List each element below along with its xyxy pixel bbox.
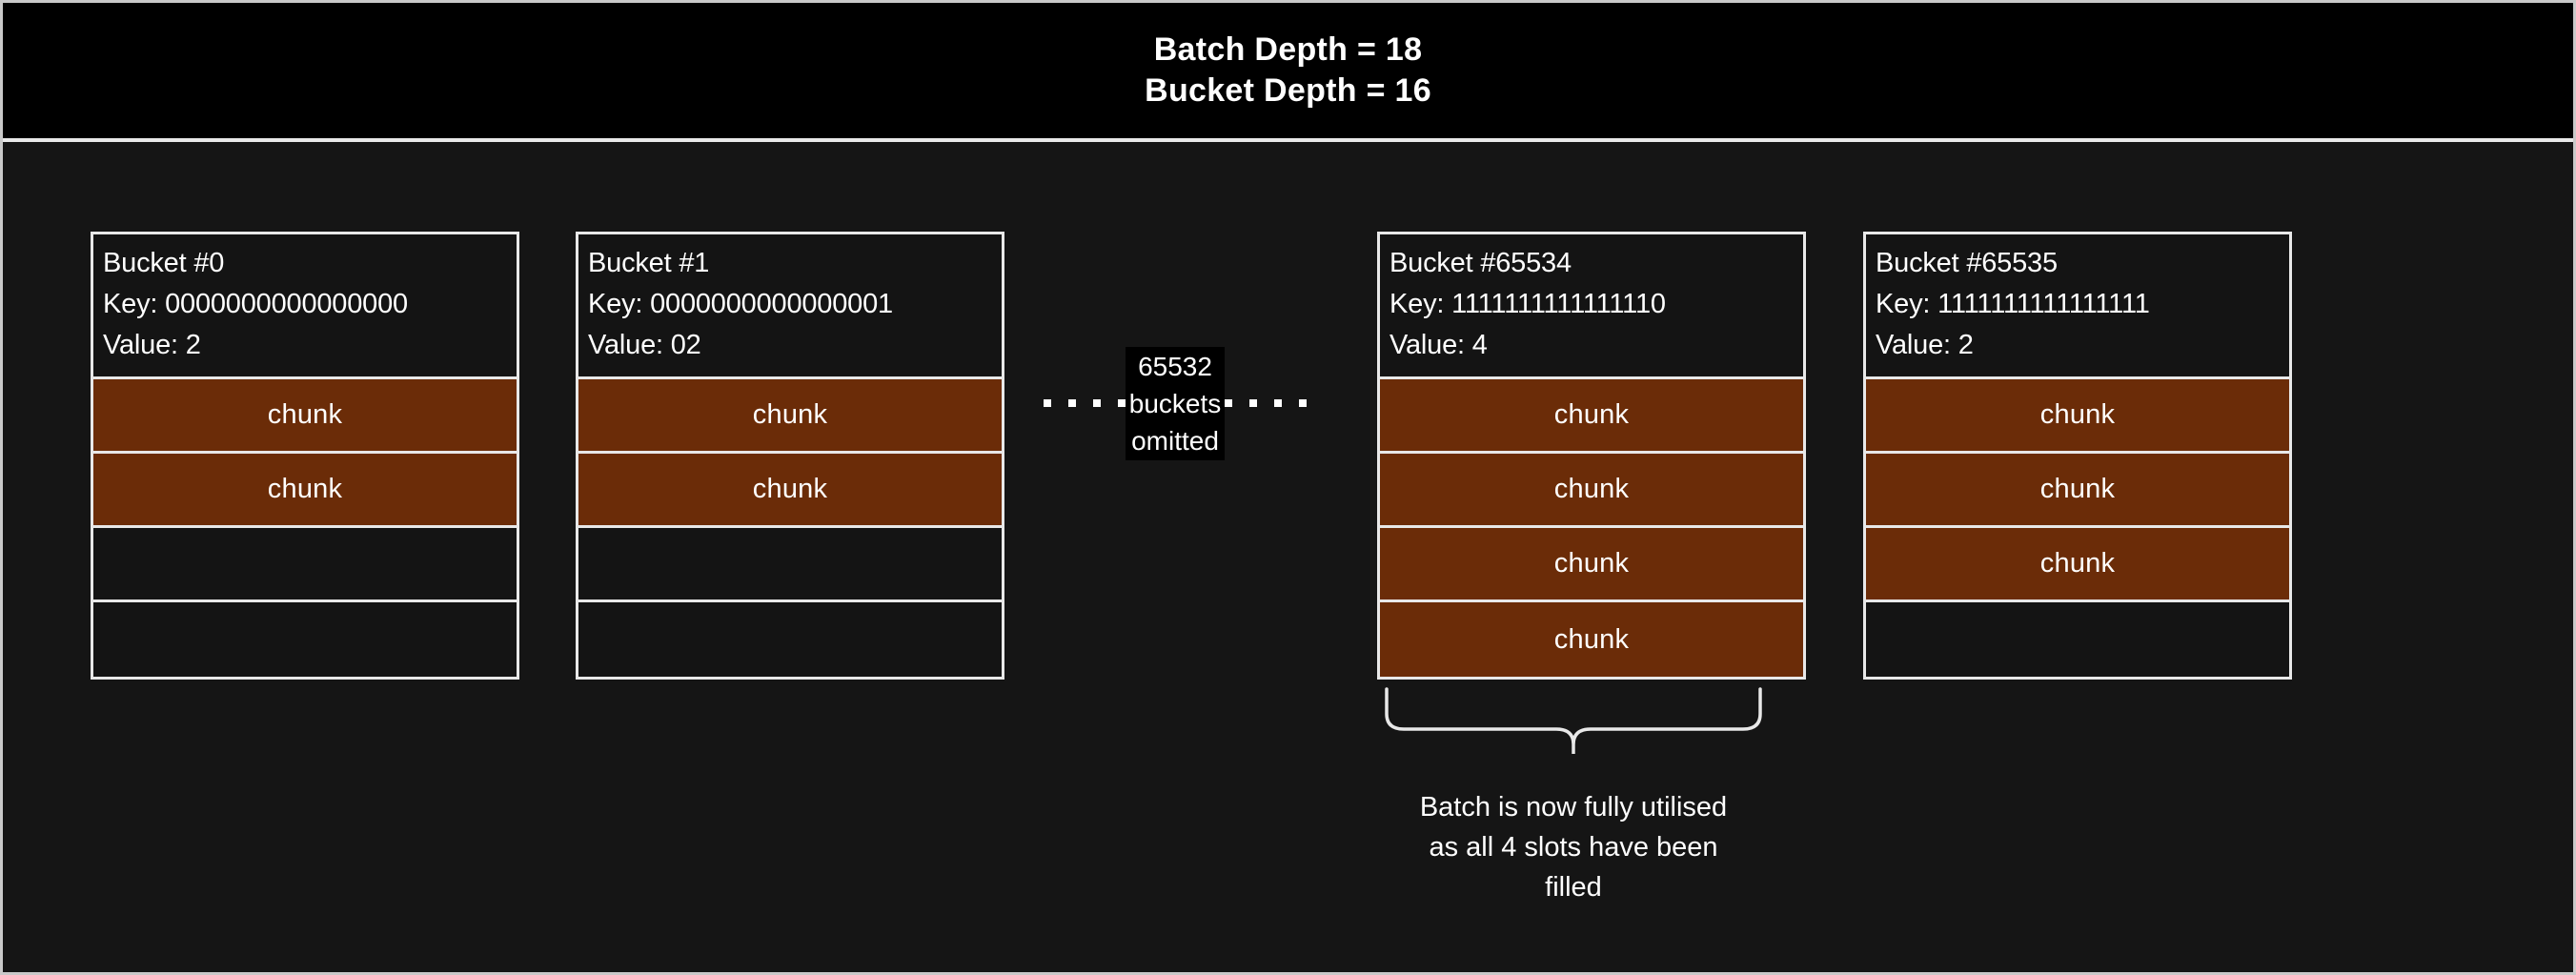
bucket-value: Value: 2 <box>103 330 201 360</box>
chunk-slot-label: chunk <box>2039 548 2116 579</box>
bucket-key: Key: 0000000000000000 <box>103 289 408 319</box>
chunk-slot-filled: chunk <box>1380 528 1803 602</box>
bucket-title: Bucket #0 <box>103 248 225 278</box>
chunk-slot-filled: chunk <box>1866 528 2289 602</box>
bucket-key: Key: 1111111111111111 <box>1876 289 2150 319</box>
chunk-slot-filled: chunk <box>1866 454 2289 528</box>
chunk-slot-label: chunk <box>1553 399 1630 430</box>
leader-dot-icon <box>1117 399 1126 407</box>
omitted-buckets-label: 65532 buckets omitted <box>1125 346 1226 460</box>
chunk-slot-label: chunk <box>2039 474 2116 504</box>
omitted-word-buckets: buckets <box>1128 388 1222 418</box>
omitted-count: 65532 <box>1138 351 1212 381</box>
bucket-key: Key: 0000000000000001 <box>588 289 893 319</box>
leader-dot-icon <box>1225 399 1233 407</box>
diagram-header: Batch Depth = 18 Bucket Depth = 16 <box>3 3 2573 142</box>
leader-dot-icon <box>1043 399 1051 407</box>
omitted-buckets-marker: 65532 buckets omitted <box>1023 346 1328 460</box>
chunk-slot-filled: chunk <box>578 454 1002 528</box>
bucket-value: Value: 02 <box>588 330 701 360</box>
chunk-slot-filled: chunk <box>1380 602 1803 677</box>
chunk-slot-filled: chunk <box>93 379 517 454</box>
chunk-slot-filled: chunk <box>1380 379 1803 454</box>
chunk-slot-filled: chunk <box>93 454 517 528</box>
caption-line-1: Batch is now fully utilised <box>1419 792 1728 823</box>
dot-leader-left <box>1043 399 1126 407</box>
chunk-slot-filled: chunk <box>578 379 1002 454</box>
chunk-slot-empty: chunk <box>93 602 517 677</box>
chunk-slot-empty: chunk <box>578 528 1002 602</box>
leader-dot-icon <box>1092 399 1101 407</box>
caption-line-2: as all 4 slots have been <box>1429 832 1718 863</box>
leader-dot-icon <box>1249 399 1258 407</box>
caption-line-3: filled <box>1545 872 1602 903</box>
chunk-slot-label: chunk <box>267 399 343 430</box>
bucket-title: Bucket #1 <box>588 248 710 278</box>
bucket-title: Bucket #65535 <box>1876 248 2058 278</box>
chunk-slot-empty: chunk <box>93 528 517 602</box>
bucket-value: Value: 2 <box>1876 330 1974 360</box>
curly-brace-icon <box>1383 687 1764 756</box>
leader-dot-icon <box>1299 399 1308 407</box>
chunk-slot-label: chunk <box>1553 548 1630 579</box>
batch-depth-label: Batch Depth = 18 <box>1153 31 1423 68</box>
bucket-depth-label: Bucket Depth = 16 <box>1145 72 1431 109</box>
chunk-slot-empty: chunk <box>578 602 1002 677</box>
omitted-word-omitted: omitted <box>1131 425 1219 456</box>
chunk-slot-label: chunk <box>752 399 828 430</box>
bucket-title: Bucket #65534 <box>1389 248 1572 278</box>
leader-dot-icon <box>1274 399 1283 407</box>
chunk-slot-label: chunk <box>1553 623 1630 655</box>
batch-utilisation-caption: Batch is now fully utilised as all 4 slo… <box>1373 787 1774 907</box>
dot-leader-right <box>1225 399 1308 407</box>
leader-dot-icon <box>1067 399 1076 407</box>
chunk-slot-label: chunk <box>752 474 828 504</box>
chunk-slot-filled: chunk <box>1380 454 1803 528</box>
bucket-key: Key: 1111111111111110 <box>1389 289 1666 319</box>
chunk-slot-label: chunk <box>2039 399 2116 430</box>
chunk-slot-label: chunk <box>267 474 343 504</box>
chunk-slot-filled: chunk <box>1866 379 2289 454</box>
chunk-slot-empty: chunk <box>1866 602 2289 677</box>
bucket-value: Value: 4 <box>1389 330 1488 360</box>
chunk-slot-label: chunk <box>1553 474 1630 504</box>
